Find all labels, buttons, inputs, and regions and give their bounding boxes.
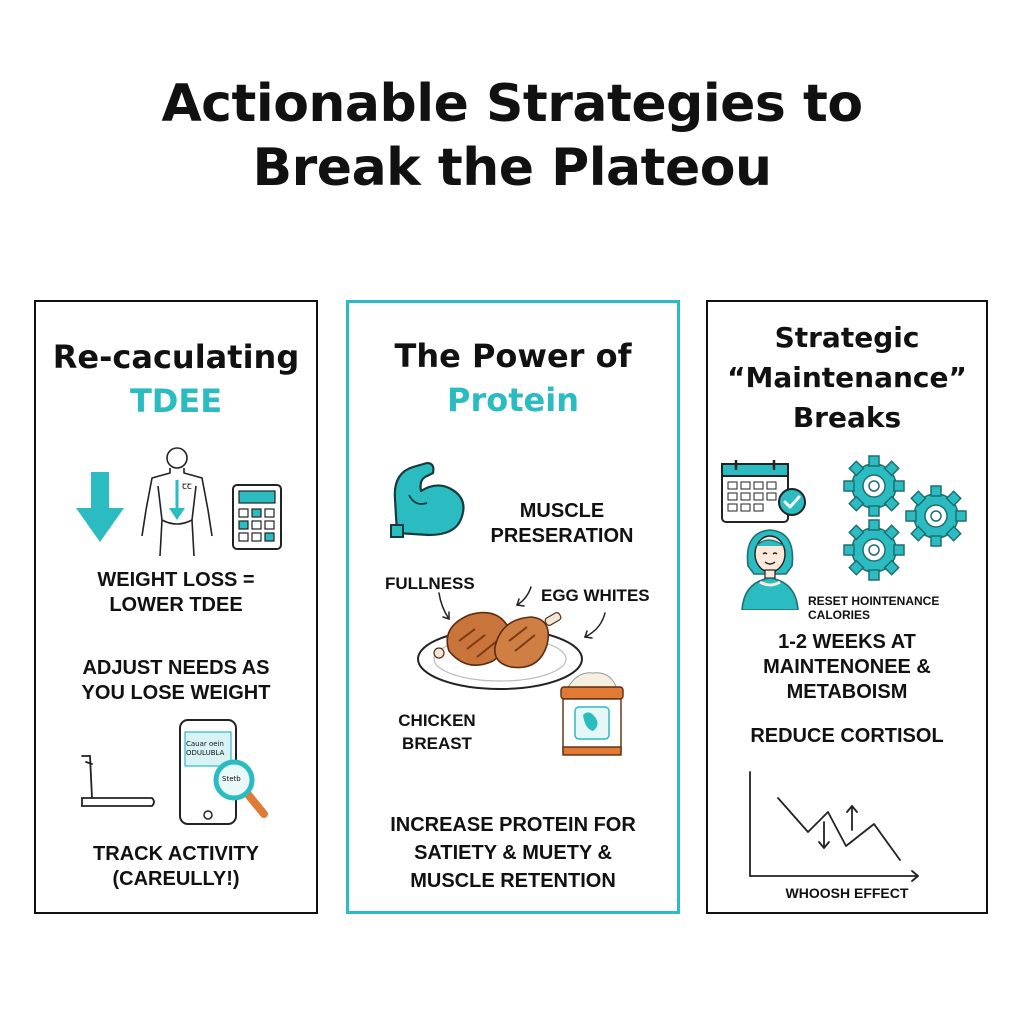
label-reduce-cortisol: REDUCE CORTISOL [750,725,944,747]
panel-2-title-line-1: The Power of [394,337,632,375]
panel-3-title-line-2: “Maintenance” [727,361,967,394]
protein-tub-icon [557,665,627,757]
label-weeks-line-3: METABOISM [786,681,908,703]
label-track-line-1: TRACK ACTIVITY [93,843,259,865]
panel-maintenance-breaks: Strategic “Maintenance” Breaks [706,300,988,914]
flexed-arm-icon [389,459,471,539]
label-track-activity: TRACK ACTIVITY (CAREULLY!) [36,842,316,892]
panel-3-title-line-1: Strategic [774,321,920,354]
gears-icon [838,452,972,584]
label-muscle-line-2: PRESERATION [490,525,634,547]
label-chicken-line-2: BREAST [402,734,472,753]
label-increase-protein: INCREASE PROTEIN FOR SATIETY & MUETY & M… [349,811,677,895]
page-title-line-2: Break the Plateou [252,138,772,198]
whoosh-chart-icon [742,770,920,882]
calendar-check-icon [720,458,806,526]
label-muscle-line-1: MUSCLE [519,500,605,522]
connector-arrows [409,547,639,667]
label-weeks-line-2: MAINTENONEE & [763,656,931,678]
calculator-icon [232,484,282,550]
panel-3-title-line-3: Breaks [792,401,902,434]
panel-2-title-line-2: Protein [447,381,579,419]
label-fullness: FULLNESS [385,574,475,593]
label-weeks-line-1: 1-2 WEEKS AT [778,631,916,653]
panel-1-title-line-1: Re-caculating [52,338,300,376]
panel-recalculating-tdee: Re-caculating TDEE ꞇꞇ [34,300,318,914]
label-chicken-breast: CHICKEN BREAST [377,709,497,755]
body-mark: ꞇꞇ [182,481,192,492]
label-weight-loss-line-1: WEIGHT LOSS = [97,569,255,591]
human-body-icon: ꞇꞇ [136,446,218,558]
chicken-plate-icon [415,601,585,693]
label-weight-loss-line-2: LOWER TDEE [109,594,243,616]
label-weight-loss: WEIGHT LOSS = LOWER TDEE [36,568,316,618]
label-adjust-needs: ADJUST NEEDS AS YOU LOSE WEIGHT [36,656,316,706]
label-increase-line-1: INCREASE PROTEIN FOR [390,814,636,836]
label-chicken-line-1: CHICKEN [398,711,476,730]
page-title-line-1: Actionable Strategies to [161,74,863,134]
magnifier-icon: Stetb [212,758,268,820]
label-adjust-line-1: ADJUST NEEDS AS [82,657,270,679]
label-increase-line-3: MUSCLE RETENTION [410,870,616,892]
label-whoosh-effect: WHOOSH EFFECT [785,885,909,901]
woman-avatar-icon [738,526,802,610]
label-egg-whites: EGG WHITES [541,586,650,605]
label-adjust-line-2: YOU LOSE WEIGHT [81,682,271,704]
phone-text-line-2: ODULUBLA [186,749,225,757]
phone-icon: Cauar oein ODULUBLA [178,718,238,828]
page-title: Actionable Strategies to Break the Plate… [0,72,1024,200]
label-track-line-2: (CAREULLY!) [112,868,240,890]
phone-text-line-1: Cauar oein [186,740,224,748]
label-increase-line-2: SATIETY & MUETY & [414,842,612,864]
label-reset-calories: RESET HOINTENANCE CALORIES [808,594,940,622]
label-muscle-preservation: MUSCLE PRESERATION [457,499,667,549]
panel-power-of-protein: The Power of Protein MUSCLE PRESERATION … [346,300,680,914]
panel-1-title-line-2: TDEE [129,382,223,420]
phone-screen-text: Cauar oein ODULUBLA [186,740,232,758]
treadmill-icon [78,754,156,810]
down-arrow-icon [76,472,124,544]
magnifier-text: Stetb [222,775,241,783]
label-weeks-maintenance: 1-2 WEEKS AT MAINTENONEE & METABOISM [708,630,986,705]
